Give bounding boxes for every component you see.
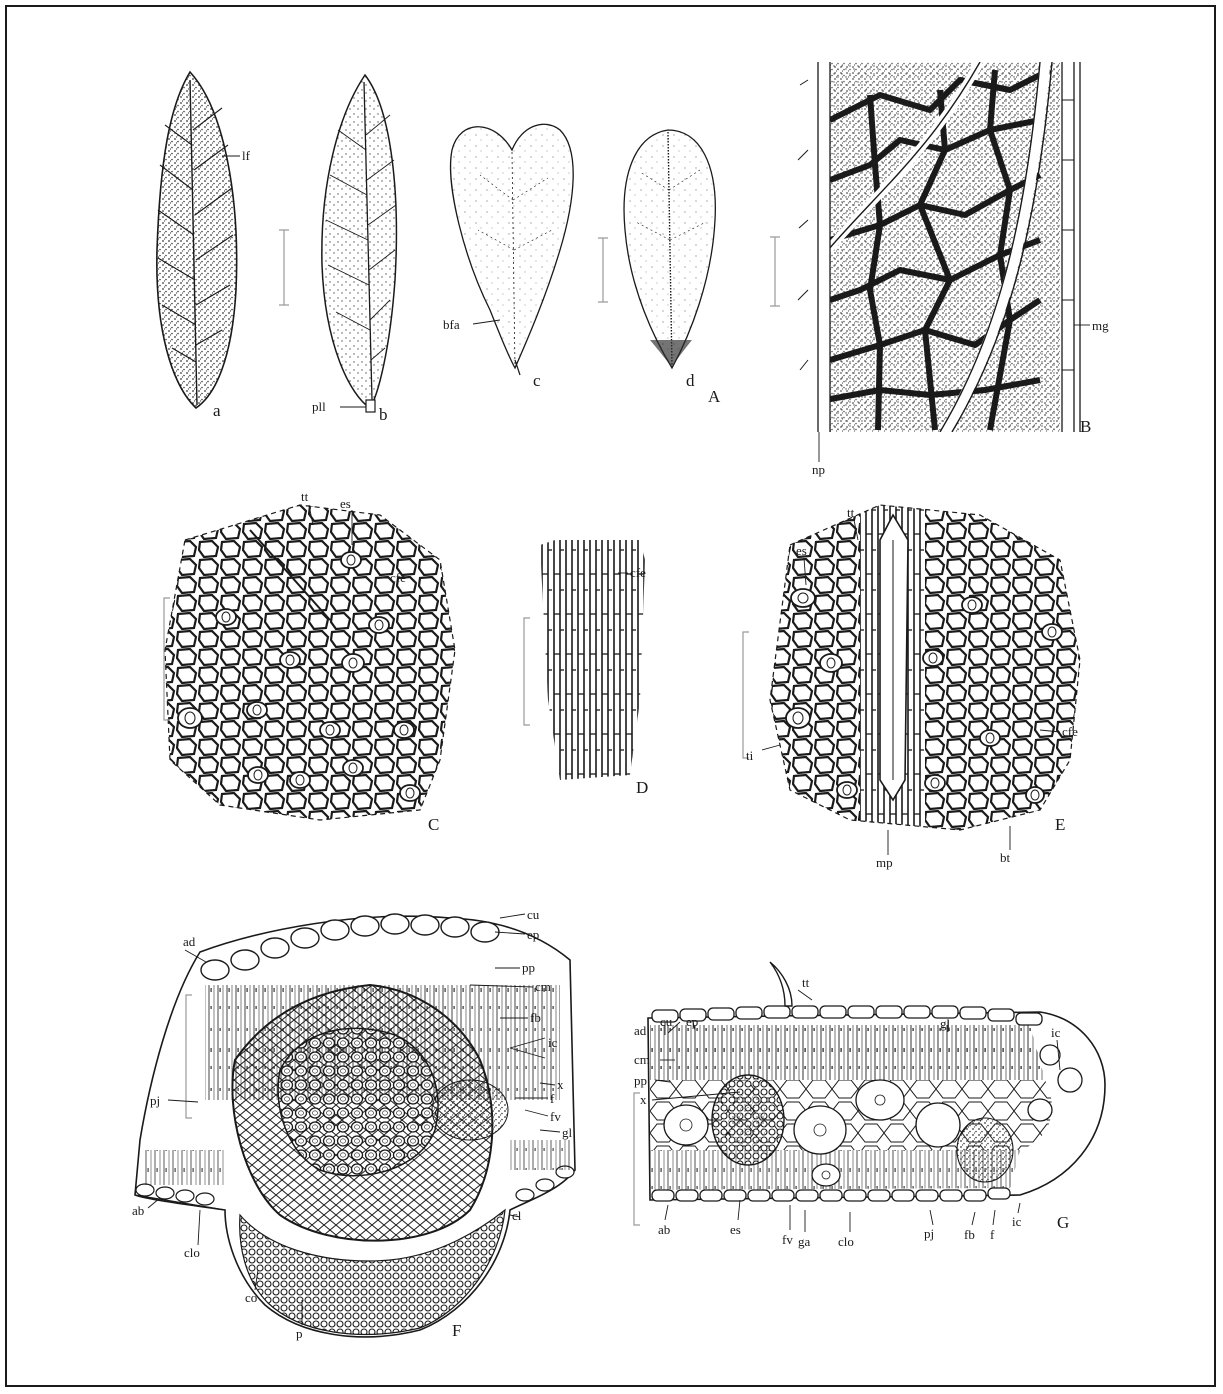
leaf-a-drawing [157,72,237,408]
scale-bar-b [770,237,780,306]
panel-e: es tt cfe ti mp bt E [743,500,1085,870]
label-np: np [812,462,825,477]
label-pj-f: pj [150,1093,160,1108]
leaf-b-drawing [322,75,397,412]
label-ic-g-bottom: ic [1012,1214,1022,1229]
sublabel-c: c [533,371,541,390]
leaf-d-drawing [624,130,715,368]
panel-label-b: B [1080,417,1091,436]
panel-c: tt es cfe C [160,489,460,834]
leaf-c-drawing [451,124,574,375]
panel-label-d: D [636,778,648,797]
label-mp-e: mp [876,855,893,870]
panel-d: cfe D [524,540,650,797]
label-ti-e: ti [746,748,754,763]
label-x-f: x [557,1077,564,1092]
label-pp-f: pp [522,960,535,975]
panel-label-c: C [428,815,439,834]
panel-g: tt ad cu ep gl ic cm pp x ab es fv ga cl… [634,962,1105,1249]
label-es-g: es [730,1222,741,1237]
label-clo-g: clo [838,1234,854,1249]
label-bfa: bfa [443,317,460,332]
label-co-f: co [245,1290,257,1305]
label-p-f: p [296,1326,303,1341]
scale-bar-a [279,230,289,305]
label-cfe-c: cfe [390,570,406,585]
label-gl-g: gl [940,1016,951,1031]
panel-label-e: E [1055,815,1065,834]
label-cm-g: cm [634,1052,650,1067]
label-cfe-e: cfe [1062,724,1078,739]
label-f-f: f [550,1091,555,1106]
label-ic-f: ic [548,1035,558,1050]
label-ga-g: ga [798,1234,811,1249]
label-clo-f: clo [184,1245,200,1260]
panel-label-a: A [708,387,721,406]
label-ep-g: ep [686,1014,698,1029]
label-pp-g: pp [634,1073,647,1088]
label-ad-g: ad [634,1023,647,1038]
label-cu-g: cu [660,1014,673,1029]
panel-a: lf pll bfa a b c d A [157,72,780,424]
scale-bar-c [598,238,608,302]
sublabel-a: a [213,401,221,420]
label-lf: lf [242,148,251,163]
panel-b: mg np B [798,62,1109,477]
label-es-e: es [796,543,807,558]
label-tt-g: tt [802,975,810,990]
label-tt-e: tt [847,505,855,520]
label-fb-g: fb [964,1227,975,1242]
label-cl-f: cl [512,1208,522,1223]
label-fv-g: fv [782,1232,793,1247]
label-pll: pll [312,399,326,414]
label-ep-f: ep [527,927,539,942]
label-fv-f: fv [550,1109,561,1124]
label-mg: mg [1092,318,1109,333]
label-f-g: f [990,1227,995,1242]
sublabel-b: b [379,405,388,424]
label-ab-f: ab [132,1203,144,1218]
label-gl-f: gl [562,1125,573,1140]
label-cm-f: cm [535,979,551,994]
label-es-c: es [340,496,351,511]
label-ic-g-top: ic [1051,1025,1061,1040]
label-cfe-d: cfe [630,565,646,580]
label-pj-g: pj [924,1226,934,1241]
label-ad-f: ad [183,934,196,949]
label-bt-e: bt [1000,850,1011,865]
label-tt-c: tt [301,489,309,504]
sublabel-d: d [686,371,695,390]
label-cu-f: cu [527,907,540,922]
panel-label-f: F [452,1321,461,1340]
label-ab-g: ab [658,1222,670,1237]
panel-label-g: G [1057,1213,1069,1232]
label-x-g: x [640,1092,647,1107]
panel-f: cu ep ad pp cm fb ic x f fv gl pj ab clo… [132,907,575,1341]
label-fb-f: fb [530,1010,541,1025]
